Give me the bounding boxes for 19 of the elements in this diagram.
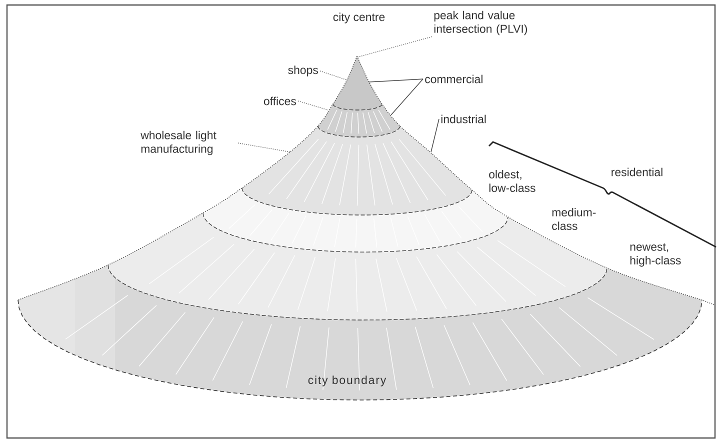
boundary-label: city boundary <box>308 376 386 386</box>
zone-label: medium-class <box>552 208 596 230</box>
zone-label: residential <box>612 168 662 176</box>
leader-line <box>320 70 348 80</box>
leader-line <box>298 100 328 110</box>
leader-line <box>358 36 432 58</box>
zone-label: industrial <box>441 114 486 124</box>
place-label: city centre <box>333 12 385 24</box>
zone-label: offices <box>264 96 296 106</box>
leader-line <box>368 78 424 82</box>
zone-label: shops <box>288 66 318 76</box>
zone-label: peak land value intersection (PLVI) <box>434 10 527 36</box>
zone-label: oldest, low-class <box>489 170 536 192</box>
zone-label: newest, high-class <box>630 243 681 267</box>
zone-label: wholesale light manufacturing <box>140 130 216 156</box>
leader-line <box>430 118 440 152</box>
leader-line <box>390 78 424 116</box>
leader-line <box>238 142 290 152</box>
zone-label: commercial <box>425 74 482 84</box>
